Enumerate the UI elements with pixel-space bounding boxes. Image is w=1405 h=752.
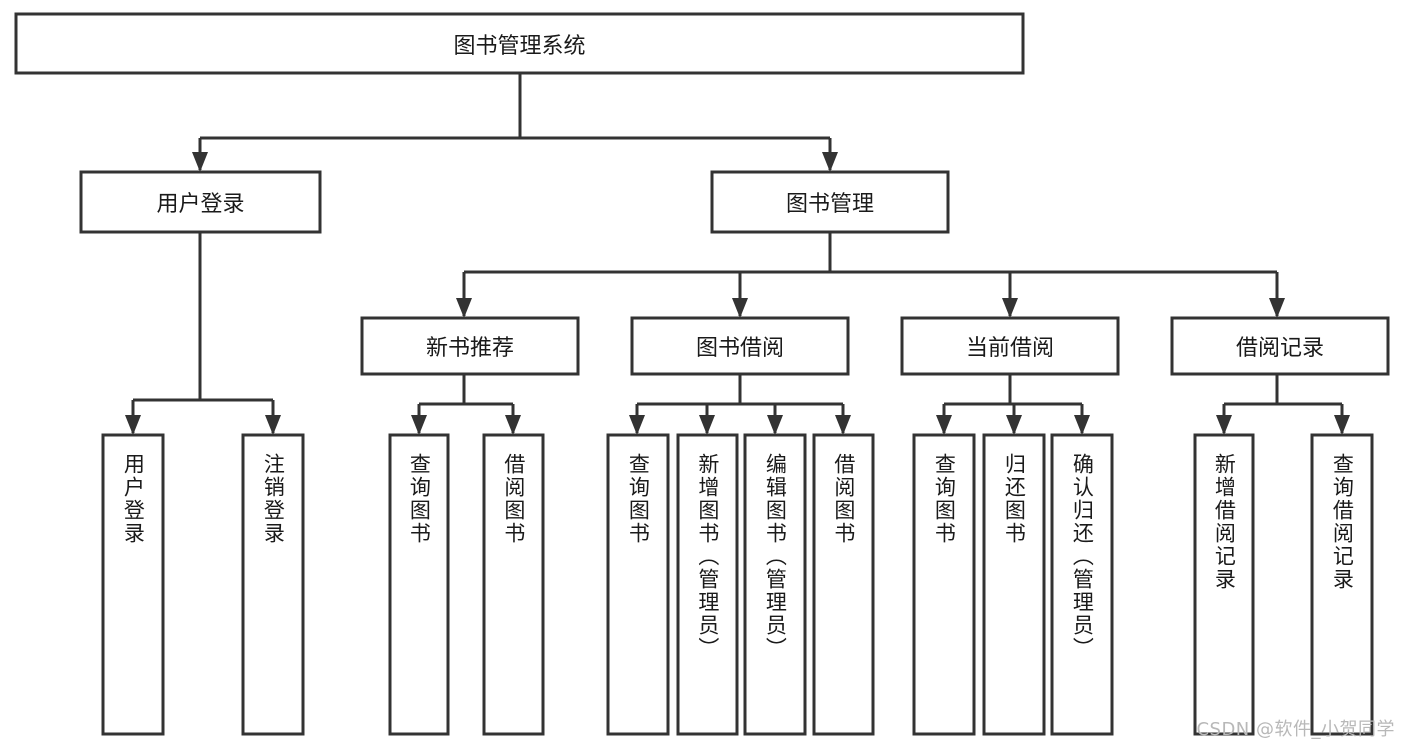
arrow-head-icon [1216,415,1232,435]
node-box-user-login[interactable] [79,170,322,234]
node-box-book-borrow[interactable] [630,316,850,376]
node-box-leaf-query-book-new[interactable] [388,433,450,736]
arrow-head-icon [456,298,472,318]
boxes-layer [14,12,1390,736]
node-box-leaf-query-borrow-record[interactable] [1310,433,1374,736]
node-root[interactable] [14,12,1025,75]
connector-conn-bookborrow-to-leaves [629,374,851,435]
node-box-leaf-logout[interactable] [241,433,305,736]
node-leaf-borrow-book[interactable] [812,433,875,736]
arrow-head-icon [699,415,715,435]
node-box-leaf-return-book[interactable] [982,433,1046,736]
node-box-leaf-confirm-return-admin[interactable] [1050,433,1114,736]
arrow-head-icon [505,415,521,435]
node-borrow-record[interactable] [1170,316,1390,376]
node-box-leaf-query-book-borrow[interactable] [606,433,670,736]
node-box-leaf-borrow-book[interactable] [812,433,875,736]
arrow-head-icon [936,415,952,435]
node-current-borrow[interactable] [900,316,1120,376]
arrow-head-icon [1334,415,1350,435]
node-box-leaf-add-borrow-record[interactable] [1193,433,1255,736]
node-leaf-return-book[interactable] [982,433,1046,736]
node-leaf-query-book-borrow[interactable] [606,433,670,736]
arrow-head-icon [822,152,838,172]
connector-conn-bookmgmt-to-level3 [456,232,1285,318]
node-new-book-recommend[interactable] [360,316,580,376]
arrow-head-icon [1006,415,1022,435]
node-leaf-add-borrow-record[interactable] [1193,433,1255,736]
connector-conn-root-to-level2 [192,73,838,172]
node-box-leaf-edit-book-admin[interactable] [743,433,807,736]
connector-conn-newbook-to-leaves [411,374,521,435]
node-book-management[interactable] [710,170,950,234]
arrow-head-icon [1002,298,1018,318]
node-leaf-logout[interactable] [241,433,305,736]
watermark-text: CSDN @软件_小贺同学 [1196,719,1395,740]
connector-conn-borrowrecord-to-leaves [1216,374,1350,435]
node-leaf-edit-book-admin[interactable] [743,433,807,736]
node-box-root[interactable] [14,12,1025,75]
node-leaf-confirm-return-admin[interactable] [1050,433,1114,736]
arrow-head-icon [192,152,208,172]
node-book-borrow[interactable] [630,316,850,376]
node-leaf-borrow-book-new[interactable] [482,433,545,736]
node-box-leaf-query-book-current[interactable] [912,433,976,736]
connector-conn-currentborrow-to-leaves [936,374,1090,435]
arrow-head-icon [125,415,141,435]
node-leaf-query-book-current[interactable] [912,433,976,736]
connectors-layer [125,73,1350,435]
node-box-leaf-user-login[interactable] [101,433,165,736]
arrow-head-icon [835,415,851,435]
node-box-borrow-record[interactable] [1170,316,1390,376]
node-user-login[interactable] [79,170,322,234]
arrow-head-icon [767,415,783,435]
node-box-book-management[interactable] [710,170,950,234]
arrow-head-icon [1074,415,1090,435]
node-box-leaf-borrow-book-new[interactable] [482,433,545,736]
arrow-head-icon [732,298,748,318]
node-leaf-add-book-admin[interactable] [676,433,739,736]
node-leaf-query-book-new[interactable] [388,433,450,736]
arrow-head-icon [629,415,645,435]
arrow-head-icon [411,415,427,435]
node-leaf-user-login[interactable] [101,433,165,736]
node-box-new-book-recommend[interactable] [360,316,580,376]
node-box-leaf-add-book-admin[interactable] [676,433,739,736]
arrow-head-icon [265,415,281,435]
node-box-current-borrow[interactable] [900,316,1120,376]
arrow-head-icon [1269,298,1285,318]
node-leaf-query-borrow-record[interactable] [1310,433,1374,736]
connector-conn-userlogin-to-leaves [125,232,281,435]
